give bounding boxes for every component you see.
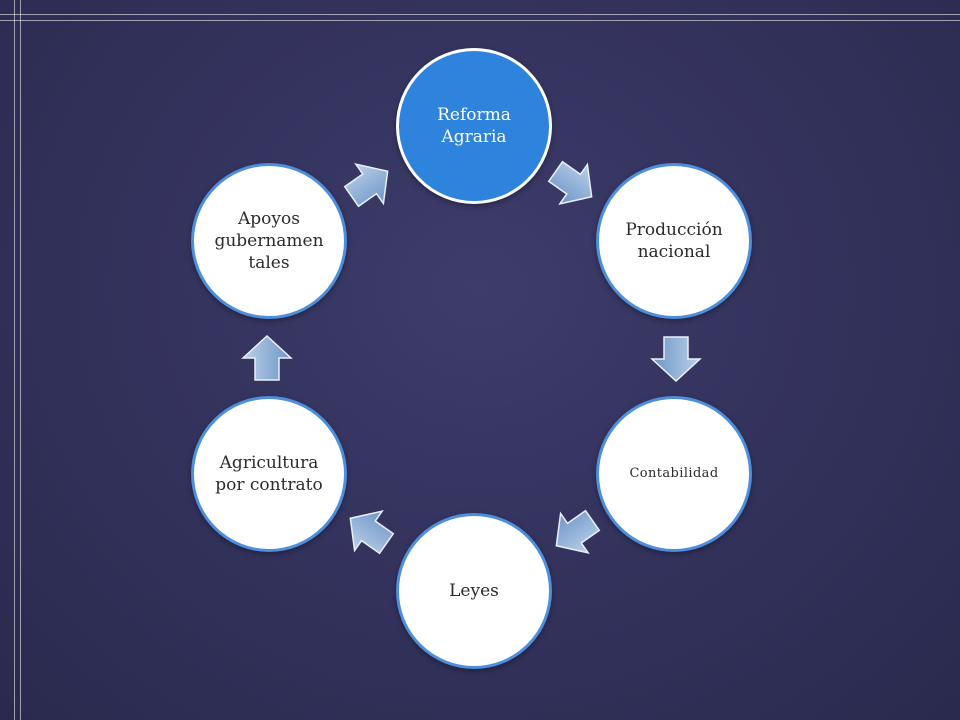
arrow-contabilidad-to-leyes-icon [555, 509, 601, 554]
node-label: Reforma Agraria [437, 105, 511, 147]
frame-line-top-inner [0, 20, 960, 21]
arrow-reforma-to-produccion-icon [547, 160, 593, 205]
node-label: Contabilidad [629, 466, 719, 481]
node-label: Agricultura por contrato [215, 453, 323, 495]
node-label: Leyes [449, 581, 499, 601]
frame-line-left-inner [20, 0, 21, 720]
cycle-node-leyes: Leyes [396, 513, 552, 669]
arrow-agricultura-to-apoyos-icon [241, 334, 293, 381]
node-label: Apoyos gubernamen tales [214, 209, 324, 273]
cycle-node-apoyos-gubernamentales: Apoyos gubernamen tales [191, 163, 347, 319]
arrow-apoyos-to-reforma-icon [343, 163, 389, 208]
cycle-node-agricultura-por-contrato: Agricultura por contrato [191, 396, 347, 552]
cycle-node-reforma-agraria: Reforma Agraria [396, 48, 552, 204]
frame-line-top [0, 14, 960, 15]
arrow-produccion-to-contabilidad-icon [650, 336, 702, 383]
cycle-node-produccion-nacional: Producción nacional [596, 163, 752, 319]
frame-line-left [14, 0, 15, 720]
cycle-node-contabilidad: Contabilidad [596, 396, 752, 552]
node-label: Producción nacional [625, 220, 723, 262]
arrow-leyes-to-agricultura-icon [349, 510, 395, 555]
